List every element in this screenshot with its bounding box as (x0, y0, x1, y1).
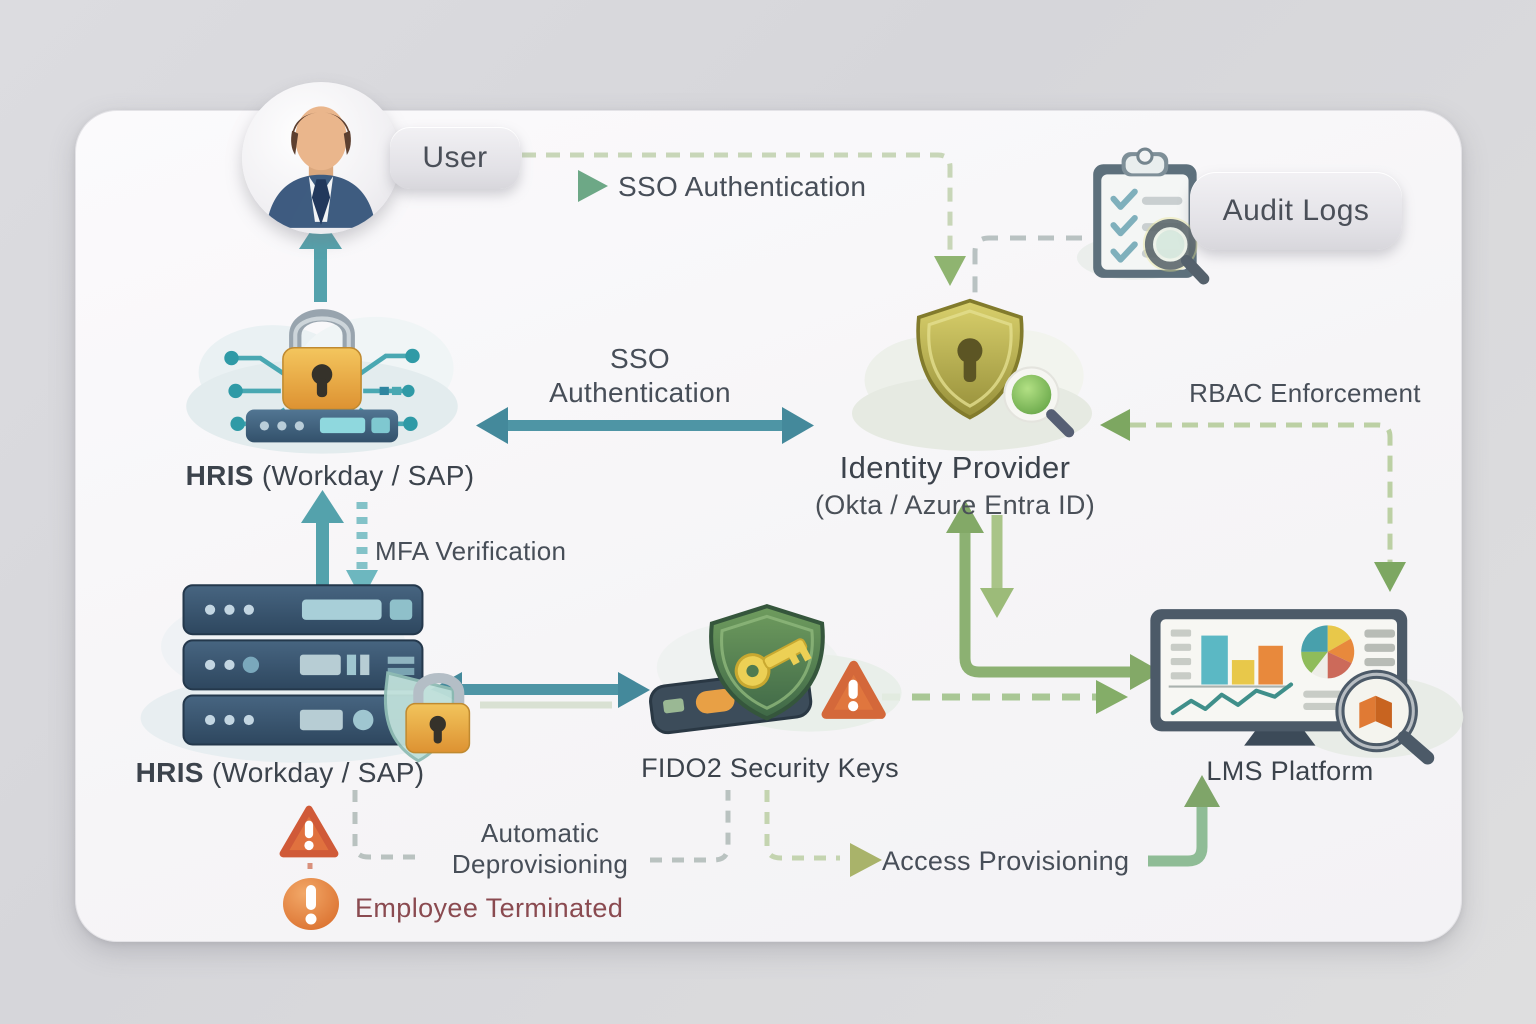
hris-bottom-icon (130, 575, 478, 769)
clipboard-search-icon (1076, 147, 1210, 285)
cloud-lock-icon (186, 309, 458, 454)
hris-top-icon (178, 288, 466, 463)
user-avatar (242, 82, 400, 234)
dashboard-monitor-search-icon (1150, 609, 1464, 765)
server-stack-lock-icon (140, 584, 471, 763)
hris-top-detail: (Workday / SAP) (253, 460, 475, 491)
hris-bottom-detail: (Workday / SAP) (203, 757, 425, 788)
hris-bottom-name: HRIS (135, 757, 204, 788)
warning-triangle-icon (278, 803, 340, 861)
fido2-icon (636, 596, 902, 749)
mfa-label: MFA Verification (375, 536, 567, 566)
identity-provider-title: Identity Provider (839, 450, 1071, 485)
audit-logs-icon (1072, 146, 1230, 288)
security-key-shield-icon (649, 604, 902, 735)
employee-terminated-label: Employee Terminated (355, 893, 624, 923)
user-label: User (422, 141, 488, 174)
user-label-pill: User (390, 127, 520, 189)
shield-keyhole-search-icon (852, 298, 1092, 451)
hris-top-name: HRIS (185, 460, 254, 491)
audit-logs-label: Audit Logs (1222, 194, 1370, 227)
auto-deprovisioning-label: Automatic Deprovisioning (415, 818, 665, 880)
auto-deprov-line2: Deprovisioning (451, 849, 629, 880)
hris-bottom-label: HRIS (Workday / SAP) (105, 755, 455, 790)
alert-circle-icon (281, 874, 341, 934)
hris-top-label: HRIS (Workday / SAP) (150, 458, 510, 493)
lms-label: LMS Platform (1206, 756, 1374, 786)
lms-icon (1142, 605, 1464, 765)
fido2-label: FIDO2 Security Keys (641, 753, 899, 783)
identity-provider-icon (852, 288, 1092, 451)
identity-provider-subtitle: (Okta / Azure Entra ID) (815, 490, 1095, 520)
sso-center-line1: SSO (609, 343, 671, 374)
rbac-label: RBAC Enforcement (1189, 378, 1421, 408)
access-provisioning-label: Access Provisioning (882, 846, 1130, 876)
sso-center-label: SSO Authentication (520, 342, 760, 409)
auto-deprov-line1: Automatic (480, 818, 600, 848)
sso-center-line2: Authentication (549, 376, 731, 408)
person-icon (266, 106, 376, 228)
sso-top-label: SSO Authentication (618, 171, 867, 202)
audit-logs-pill: Audit Logs (1190, 172, 1402, 250)
